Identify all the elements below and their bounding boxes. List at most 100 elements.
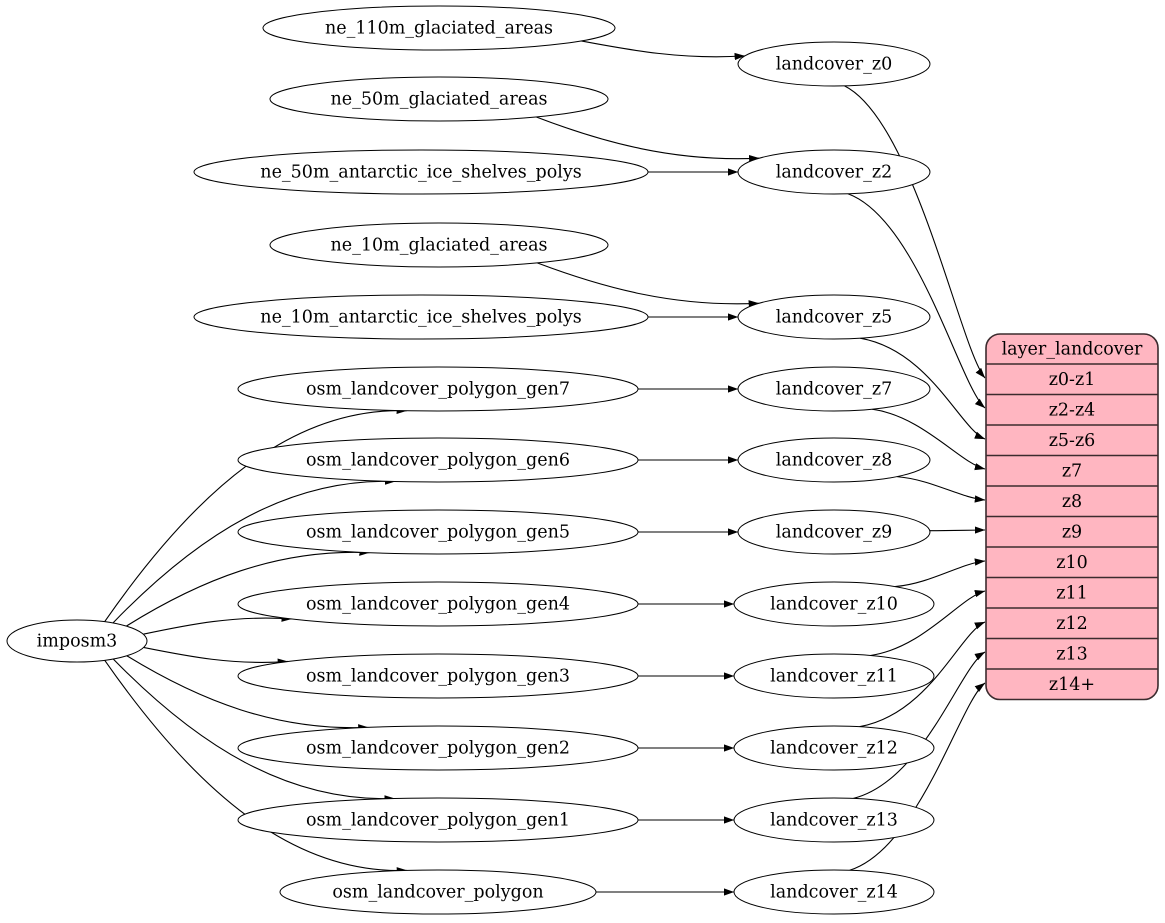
- node-ne_50m_glaciated_areas[interactable]: ne_50m_glaciated_areas: [269, 76, 609, 122]
- node-ellipse-osm_landcover_polygon_gen4: [237, 581, 639, 627]
- edge-landcover_z11-to-layer_landcover-z11: [870, 590, 986, 657]
- node-landcover_z12[interactable]: landcover_z12: [733, 725, 935, 771]
- node-ellipse-landcover_z5: [737, 294, 931, 340]
- node-label-landcover_z9: landcover_z9: [776, 523, 893, 543]
- node-osm_landcover_polygon_gen6[interactable]: osm_landcover_polygon_gen6: [237, 437, 639, 483]
- node-osm_landcover_polygon_gen7[interactable]: osm_landcover_polygon_gen7: [237, 366, 639, 412]
- node-landcover_z0[interactable]: landcover_z0: [737, 41, 931, 87]
- edge-landcover_z13-to-layer_landcover-z13: [853, 651, 986, 799]
- node-ne_10m_antarctic_ice_shelves_polys[interactable]: ne_10m_antarctic_ice_shelves_polys: [193, 294, 649, 340]
- table-layer-landcover[interactable]: layer_landcoverz0-z1z2-z4z5-z6z7z8z9z10z…: [985, 333, 1159, 701]
- nodes-layer: imposm3 ne_110m_glaciated_areas ne_50m_gla…: [6, 5, 935, 915]
- node-osm_landcover_polygon_gen1[interactable]: osm_landcover_polygon_gen1: [237, 797, 639, 843]
- node-label-landcover_z14: landcover_z14: [770, 883, 898, 903]
- node-ellipse-osm_landcover_polygon: [279, 869, 597, 915]
- node-landcover_z5[interactable]: landcover_z5: [737, 294, 931, 340]
- edge-ne_110m_glaciated_areas-to-landcover_z0: [581, 40, 745, 61]
- node-ellipse-osm_landcover_polygon_gen5: [237, 509, 639, 555]
- node-ellipse-ne_50m_antarctic_ice_shelves_polys: [193, 149, 649, 195]
- table-row-cell: [986, 669, 1158, 700]
- node-landcover_z10[interactable]: landcover_z10: [733, 581, 935, 627]
- table-row-label-z9[interactable]: z9: [1062, 522, 1082, 542]
- node-label-ne_50m_antarctic_ice_shelves_polys: ne_50m_antarctic_ice_shelves_polys: [260, 163, 581, 183]
- node-ne_110m_glaciated_areas[interactable]: ne_110m_glaciated_areas: [262, 5, 616, 51]
- node-label-osm_landcover_polygon_gen4: osm_landcover_polygon_gen4: [306, 595, 570, 615]
- table-layer: layer_landcoverz0-z1z2-z4z5-z6z7z8z9z10z…: [985, 333, 1159, 701]
- table-row-label-z10[interactable]: z10: [1056, 553, 1088, 573]
- node-landcover_z11[interactable]: landcover_z11: [733, 653, 935, 699]
- node-landcover_z13[interactable]: landcover_z13: [733, 797, 935, 843]
- edge-landcover_z0-to-layer_landcover-z0-z1: [844, 85, 986, 379]
- node-osm_landcover_polygon_gen5[interactable]: osm_landcover_polygon_gen5: [237, 509, 639, 555]
- table-row-label-z13[interactable]: z13: [1056, 644, 1088, 664]
- node-label-osm_landcover_polygon_gen2: osm_landcover_polygon_gen2: [306, 739, 570, 759]
- table-row-cell: [986, 455, 1158, 486]
- edge-imposm3-to-osm_landcover_polygon_gen2: [126, 655, 369, 732]
- node-label-osm_landcover_polygon_gen1: osm_landcover_polygon_gen1: [306, 811, 570, 831]
- table-row-label-z2-z4[interactable]: z2-z4: [1049, 400, 1096, 420]
- node-landcover_z8[interactable]: landcover_z8: [737, 437, 931, 483]
- node-label-ne_50m_glaciated_areas: ne_50m_glaciated_areas: [331, 90, 548, 110]
- node-label-osm_landcover_polygon_gen5: osm_landcover_polygon_gen5: [306, 523, 570, 543]
- node-landcover_z7[interactable]: landcover_z7: [737, 366, 931, 412]
- node-ellipse-landcover_z12: [733, 725, 935, 771]
- node-label-ne_10m_antarctic_ice_shelves_polys: ne_10m_antarctic_ice_shelves_polys: [260, 308, 581, 328]
- node-label-osm_landcover_polygon_gen3: osm_landcover_polygon_gen3: [306, 667, 570, 687]
- table-row-label-z0-z1[interactable]: z0-z1: [1049, 370, 1096, 390]
- table-outer-border: [985, 333, 1159, 701]
- node-osm_landcover_polygon_gen4[interactable]: osm_landcover_polygon_gen4: [237, 581, 639, 627]
- node-ne_10m_glaciated_areas[interactable]: ne_10m_glaciated_areas: [269, 222, 609, 268]
- node-landcover_z9[interactable]: landcover_z9: [737, 509, 931, 555]
- edge-landcover_z10-to-layer_landcover-z10: [895, 558, 986, 588]
- node-osm_landcover_polygon_gen2[interactable]: osm_landcover_polygon_gen2: [237, 725, 639, 771]
- node-ellipse-landcover_z10: [733, 581, 935, 627]
- node-ellipse-landcover_z7: [737, 366, 931, 412]
- node-label-osm_landcover_polygon: osm_landcover_polygon: [332, 883, 543, 903]
- table-row-cell: [986, 547, 1158, 578]
- node-ellipse-landcover_z11: [733, 653, 935, 699]
- node-imposm3[interactable]: imposm3: [6, 619, 148, 663]
- edges-layer: [104, 40, 986, 896]
- table-row-cell: [986, 425, 1158, 456]
- node-label-landcover_z10: landcover_z10: [770, 595, 898, 615]
- edge-landcover_z5-to-layer_landcover-z5-z6: [860, 337, 986, 440]
- edge-imposm3-to-osm_landcover_polygon_gen4: [143, 614, 292, 635]
- edge-imposm3-to-osm_landcover_polygon_gen6: [112, 477, 396, 624]
- node-ellipse-landcover_z0: [737, 41, 931, 87]
- node-landcover_z14[interactable]: landcover_z14: [733, 869, 935, 915]
- node-label-osm_landcover_polygon_gen6: osm_landcover_polygon_gen6: [306, 451, 570, 471]
- node-ellipse-osm_landcover_polygon_gen3: [237, 653, 639, 699]
- node-ellipse-osm_landcover_polygon_gen7: [237, 366, 639, 412]
- node-ellipse-osm_landcover_polygon_gen2: [237, 725, 639, 771]
- node-ellipse-ne_50m_glaciated_areas: [269, 76, 609, 122]
- edge-landcover_z7-to-layer_landcover-z7: [872, 408, 986, 471]
- node-osm_landcover_polygon_gen3[interactable]: osm_landcover_polygon_gen3: [237, 653, 639, 699]
- table-row-cell: [986, 516, 1158, 547]
- node-label-landcover_z11: landcover_z11: [770, 667, 898, 687]
- node-landcover_z2[interactable]: landcover_z2: [737, 149, 931, 195]
- edge-imposm3-to-osm_landcover_polygon_gen1: [112, 658, 395, 803]
- node-ellipse-osm_landcover_polygon_gen6: [237, 437, 639, 483]
- node-label-ne_110m_glaciated_areas: ne_110m_glaciated_areas: [325, 19, 553, 39]
- node-ellipse-ne_110m_glaciated_areas: [262, 5, 616, 51]
- node-ellipse-osm_landcover_polygon_gen1: [237, 797, 639, 843]
- edge-landcover_z2-to-layer_landcover-z2-z4: [847, 193, 986, 409]
- node-label-landcover_z7: landcover_z7: [776, 380, 893, 400]
- node-ne_50m_antarctic_ice_shelves_polys[interactable]: ne_50m_antarctic_ice_shelves_polys: [193, 149, 649, 195]
- table-row-label-z7[interactable]: z7: [1062, 461, 1082, 481]
- table-row-label-z8[interactable]: z8: [1062, 492, 1082, 512]
- edge-ne_10m_glaciated_areas-to-landcover_z5: [537, 262, 760, 308]
- table-row-label-z11[interactable]: z11: [1056, 583, 1088, 603]
- node-ellipse-landcover_z8: [737, 437, 931, 483]
- node-ellipse-landcover_z9: [737, 509, 931, 555]
- node-label-landcover_z12: landcover_z12: [770, 739, 898, 759]
- table-row-cell: [986, 486, 1158, 517]
- table-row-label-z12[interactable]: z12: [1056, 614, 1088, 634]
- node-ellipse-ne_10m_antarctic_ice_shelves_polys: [193, 294, 649, 340]
- table-row-label-z5-z6[interactable]: z5-z6: [1049, 431, 1096, 451]
- edge-imposm3-to-osm_landcover_polygon_gen5: [126, 548, 370, 627]
- node-label-landcover_z5: landcover_z5: [776, 308, 893, 328]
- node-osm_landcover_polygon[interactable]: osm_landcover_polygon: [279, 869, 597, 915]
- table-row-label-z14plus[interactable]: z14+: [1049, 675, 1095, 695]
